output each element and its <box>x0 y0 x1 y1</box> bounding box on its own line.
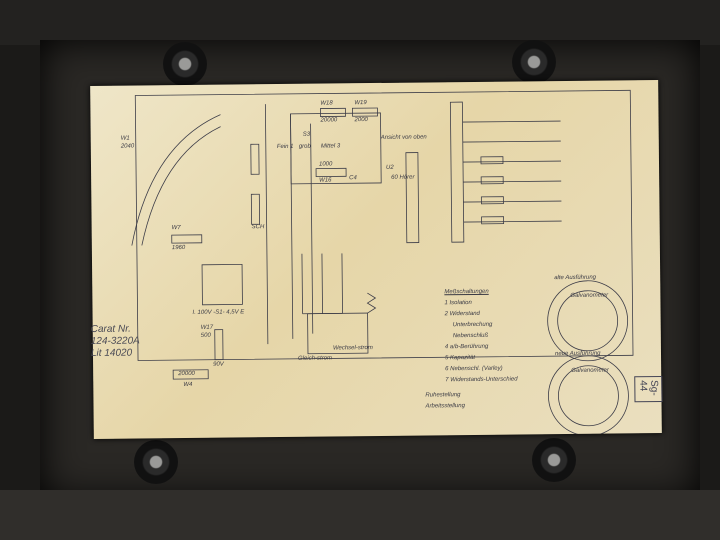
legend-title: Meßschaltungen <box>444 288 489 296</box>
legend-item: 6 Nebenschl. (Varley) <box>445 365 503 373</box>
label-hoerer: 60 Hörer <box>391 174 415 181</box>
legend: Meßschaltungen 1 Isolation 2 Widerstand … <box>425 287 518 413</box>
label-w7: W7 <box>171 225 181 232</box>
handwritten-line: Carat Nr. <box>90 323 131 335</box>
handwritten-line: 124-3220A <box>90 335 140 347</box>
label-c4: C4 <box>349 175 357 182</box>
box-wall-top <box>0 0 720 45</box>
label-w1: W1 <box>120 135 130 142</box>
label-fein: Fein 1 <box>276 143 294 151</box>
label-grob: grob <box>298 143 311 150</box>
label-wechselstrom: Wechsel-strom <box>332 345 373 352</box>
label-mittel: Mittel 3 <box>320 143 341 150</box>
label-w19-value: 2000 <box>354 117 368 124</box>
label-w4: W4 <box>183 381 193 389</box>
screw-bottom-left <box>134 440 178 484</box>
legend-item: 1 Isolation <box>444 299 472 307</box>
label-galvanometer: Galvanometer <box>570 292 609 299</box>
label-w18-value: 20000 <box>320 117 338 124</box>
legend-item: Unterbrechung <box>452 321 493 329</box>
label-neue-ausfuehrung: neue Ausführung <box>554 350 601 358</box>
label-90v: 90V <box>213 361 224 368</box>
label-s3: S3 <box>302 131 311 138</box>
screw-top-left <box>163 42 207 86</box>
label-w4-value: 20000 <box>178 370 195 378</box>
label-w1-value: 2040 <box>120 143 135 150</box>
label-w16: W16 <box>319 177 332 184</box>
label-ansicht-von-oben: Ansicht von oben <box>380 134 427 141</box>
handwritten-line: Lit 14020 <box>90 347 133 359</box>
box-wall-bottom <box>0 490 720 540</box>
label-s1: I. 100V -S1- 4,5V E <box>192 309 245 316</box>
carat-number-note: Carat Nr. 124-3220A Lit 14020 <box>91 323 140 360</box>
label-galvanometer: Galvanometer <box>571 367 609 374</box>
screw-bottom-right <box>532 438 576 482</box>
label-w16-value: 1000 <box>318 161 333 168</box>
legend-item: 2 Widerstand <box>444 310 480 318</box>
label-gleichstrom: Gleich-strom <box>298 355 333 362</box>
label-w17: W17 <box>200 324 214 331</box>
legend-item: 5 Kapazität <box>445 354 476 362</box>
label-w17-value: 500 <box>200 332 211 339</box>
schematic-paper: Carat Nr. 124-3220A Lit 14020 W1 2040 W7… <box>90 80 663 439</box>
label-w7-value: 1960 <box>171 244 186 252</box>
legend-arbeitsstellung: Arbeitsstellung <box>425 403 465 410</box>
legend-item: 7 Widerstands-Unterschied <box>445 376 518 384</box>
label-sch: SCH <box>251 224 265 231</box>
stamp-label: Sg-44 <box>634 376 663 403</box>
legend-item: 4 a/b-Berührung <box>444 343 489 351</box>
label-alte-ausfuehrung: alte Ausführung <box>554 274 597 282</box>
label-w18: W18 <box>320 100 333 107</box>
schematic-lines <box>131 89 634 437</box>
legend-item: Nebenschluß <box>452 332 489 340</box>
label-w19: W19 <box>354 100 367 107</box>
screw-top-right <box>512 40 556 84</box>
label-u2: U2 <box>386 164 394 171</box>
